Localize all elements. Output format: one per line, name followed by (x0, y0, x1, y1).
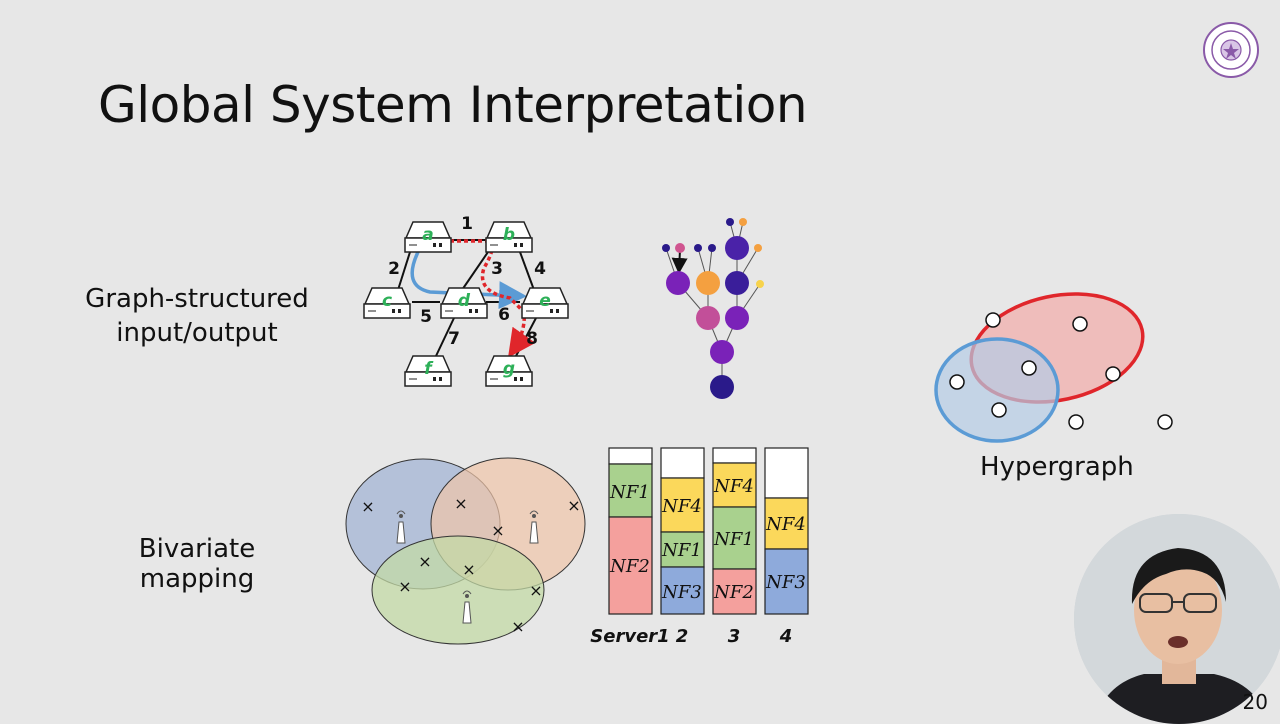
svg-text:×: × (567, 496, 580, 515)
edge-label-6: 6 (498, 305, 510, 325)
node-label-e: e (539, 291, 551, 311)
edge-label-8: 8 (526, 329, 538, 349)
node-label-g: g (503, 359, 515, 379)
router-e (521, 287, 569, 319)
server-bars (608, 447, 809, 615)
slide-number: 20 (1242, 690, 1268, 714)
bivariate-venn: × × × × × × × × × (345, 457, 586, 645)
nf-s4-a: NF4 (765, 514, 806, 535)
slide-title: Global System Interpretation (98, 76, 808, 134)
nf-s2-b: NF1 (661, 540, 702, 561)
nf-s3-c: NF2 (713, 582, 754, 603)
nf-s1-top: NF1 (609, 482, 650, 503)
nf-s3-a: NF4 (713, 476, 754, 497)
edge-label-5: 5 (420, 307, 432, 327)
node-label-f: f (424, 359, 434, 379)
edge-label-1: 1 (461, 214, 473, 234)
graph-label-line2: input/output (116, 318, 278, 348)
tree-graph (662, 218, 764, 399)
presenter-webcam (1074, 514, 1280, 724)
antenna-icon (396, 510, 406, 544)
router-d (440, 287, 488, 319)
university-seal-icon (1203, 22, 1259, 78)
svg-text:×: × (511, 617, 524, 636)
nf-labels: NF1 NF2 NF4 NF1 NF3 NF4 NF1 NF2 NF4 NF3 (609, 476, 806, 603)
hypergraph-label: Hypergraph (980, 452, 1134, 482)
antenna-icon (529, 510, 539, 544)
router-c (363, 287, 411, 319)
antenna-icon (462, 590, 472, 624)
svg-text:×: × (398, 577, 411, 596)
router-a (404, 221, 452, 253)
bivariate-mapping-label: Bivariate mapping (138, 534, 256, 594)
graph-structured-label: Graph-structured input/output (84, 284, 310, 348)
node-label-d: d (458, 291, 471, 311)
node-label-b: b (503, 225, 515, 245)
edge-label-3: 3 (491, 259, 503, 279)
edge-label-2: 2 (388, 259, 400, 279)
edge-label-7: 7 (448, 329, 460, 349)
nf-s3-b: NF1 (713, 529, 754, 550)
network-diagram: a b c d e f g 1 2 3 4 5 6 7 8 (363, 214, 569, 387)
server-label-3: 3 (728, 626, 741, 647)
server-label-4: 4 (779, 626, 793, 647)
edge-label-4: 4 (534, 259, 546, 279)
node-label-a: a (422, 225, 433, 245)
svg-text:×: × (491, 521, 504, 540)
svg-text:×: × (418, 552, 431, 571)
router-f (404, 355, 452, 387)
graph-label-line1: Graph-structured (85, 284, 309, 314)
node-label-c: c (382, 291, 392, 311)
hypergraph-diagram (934, 292, 1173, 443)
router-g (485, 355, 533, 387)
nf-s4-b: NF3 (765, 572, 806, 593)
server-label-1: Server1 (590, 626, 669, 647)
svg-text:×: × (529, 581, 542, 600)
svg-text:×: × (454, 494, 467, 513)
nf-s1-bottom: NF2 (609, 556, 650, 577)
nf-s2-c: NF3 (661, 582, 702, 603)
svg-text:×: × (361, 497, 374, 516)
server-label-2: 2 (676, 626, 689, 647)
router-b (485, 221, 533, 253)
nf-s2-a: NF4 (661, 496, 702, 517)
svg-text:×: × (462, 560, 475, 579)
